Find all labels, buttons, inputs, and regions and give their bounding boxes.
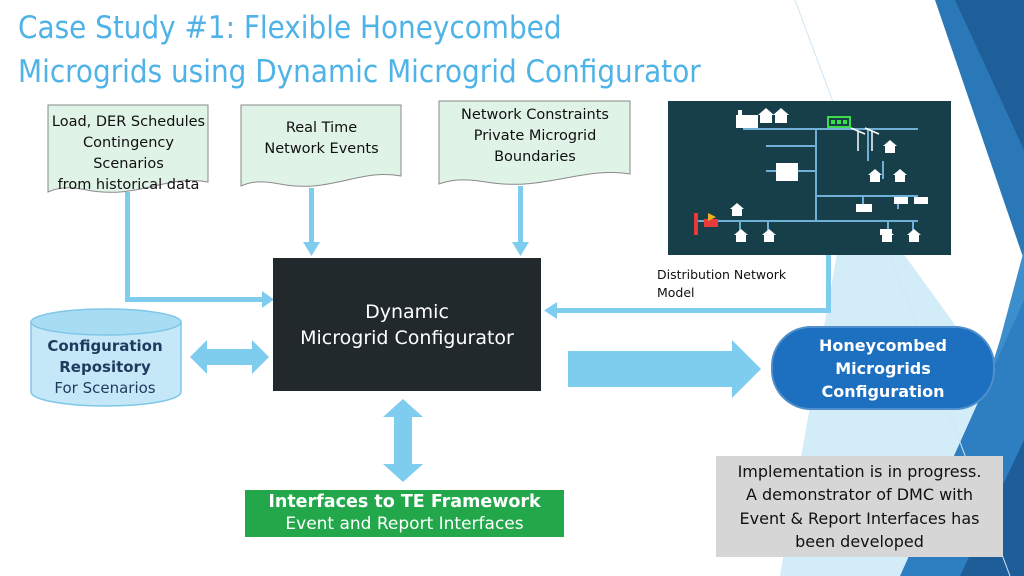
wind-turbine-icon [850, 127, 880, 151]
input-document-constraints: Network Constraints Private Microgrid Bo… [438, 100, 632, 188]
output-line-1: Honeycombed [819, 335, 947, 355]
solar-panel-icon [856, 197, 928, 235]
title-line-2: Microgrids using Dynamic Microgrid Confi… [18, 54, 701, 90]
doc3-line-2: Private Microgrid [473, 128, 597, 144]
page-title: Case Study #1: Flexible Honeycombed Micr… [18, 6, 798, 94]
doc2-line-1: Real Time [285, 120, 358, 136]
network-diagram [694, 108, 928, 242]
configuration-repository-cylinder [30, 308, 182, 407]
repo-line-1: Configuration [47, 337, 163, 355]
note-line-4: been developed [795, 532, 924, 551]
dnm-line-1: Distribution Network [657, 267, 787, 282]
title-line-1: Case Study #1: Flexible Honeycombed [18, 10, 562, 46]
dmc-line-2: Microgrid Configurator [300, 326, 514, 349]
input-document-schedules: Load, DER Schedules Contingency Scenario… [47, 104, 210, 196]
document-shape [47, 104, 209, 193]
distribution-network-label: Distribution Network Model [657, 266, 786, 302]
doc3-line-3: Boundaries [494, 149, 576, 165]
implementation-note: Implementation is in progress. A demonst… [716, 456, 1003, 557]
te-framework-interfaces-box: Interfaces to TE Framework Event and Rep… [245, 490, 564, 537]
interfaces-line-1: Interfaces to TE Framework [268, 492, 541, 512]
document-shape [438, 100, 631, 185]
output-line-2: Microgrids [835, 358, 931, 378]
note-line-3: Event & Report Interfaces has [739, 508, 980, 528]
distribution-network-image [668, 101, 951, 255]
configuration-repository-label: Configuration Repository For Scenarios [30, 336, 180, 399]
input-document-events: Real Time Network Events [240, 104, 403, 190]
note-line-2: A demonstrator of DMC with [745, 485, 974, 504]
document-shape [240, 104, 402, 187]
doc1-line-2: Contingency Scenarios [83, 135, 174, 172]
doc2-line-2: Network Events [264, 141, 379, 157]
house-icon [730, 108, 921, 242]
hospital-icon [776, 163, 798, 181]
switch-icon [694, 213, 718, 235]
interfaces-line-2: Event and Report Interfaces [285, 514, 524, 534]
doc1-line-1: Load, DER Schedules [51, 114, 206, 130]
note-line-1: Implementation is in progress. [737, 461, 982, 481]
output-line-3: Configuration [821, 381, 945, 401]
dnm-line-2: Model [657, 285, 695, 300]
doc3-line-1: Network Constraints [461, 107, 609, 123]
dmc-line-1: Dynamic [365, 300, 449, 323]
dmc-box: Dynamic Microgrid Configurator [273, 258, 541, 391]
factory-icon [736, 110, 758, 128]
battery-icon [827, 116, 851, 128]
repo-line-2: Repository [59, 358, 151, 376]
doc1-line-3: from historical data [57, 177, 200, 193]
repo-line-3: For Scenarios [54, 379, 156, 397]
honeycombed-microgrids-box: Honeycombed Microgrids Configuration [771, 326, 995, 410]
